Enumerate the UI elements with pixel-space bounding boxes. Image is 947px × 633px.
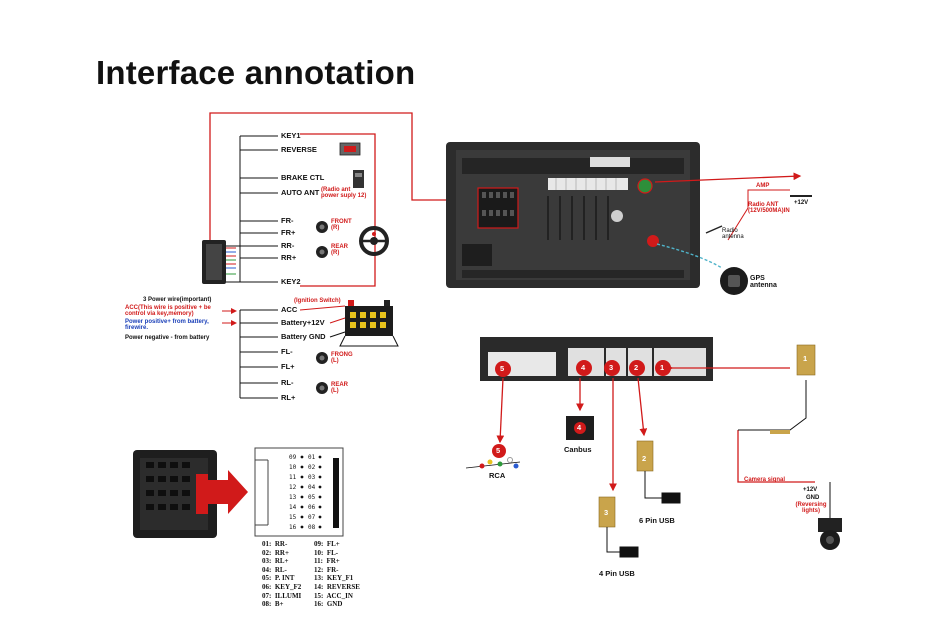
label-front-r: FRONT (R) xyxy=(331,219,352,231)
steering-wheel-icon xyxy=(359,226,389,256)
label-rear-l: REAR (L) xyxy=(331,382,349,394)
label-camera-signal: Camera signal xyxy=(744,477,786,483)
label-power-pos-note: Power positive+ from battery, firewire. xyxy=(125,319,209,331)
badge-1: 1 xyxy=(660,363,665,372)
label-plus-12v: +12V xyxy=(794,200,809,206)
label-fl-minus: FL- xyxy=(281,347,293,356)
brake-pedal-icon xyxy=(353,170,364,188)
pin-06: 06 xyxy=(308,504,316,511)
label-usb6: 6 Pin USB xyxy=(639,516,675,525)
label-gps-antenna: GPS antenna xyxy=(750,275,777,289)
badge-usb6-2: 2 xyxy=(642,454,647,463)
label-reverse: REVERSE xyxy=(281,145,317,154)
label-canbus: Canbus xyxy=(564,445,592,454)
iso-connector-photo xyxy=(133,450,217,538)
label-key2: KEY2 xyxy=(281,277,301,286)
label-amp: AMP xyxy=(756,183,770,189)
badge-4: 4 xyxy=(581,363,586,372)
power-wires xyxy=(222,305,346,338)
rca-plugs xyxy=(465,457,521,469)
battery-icon xyxy=(339,300,399,347)
port-wires xyxy=(496,364,815,492)
label-acc: ACC xyxy=(281,305,298,314)
label-brake-ctl: BRAKE CTL xyxy=(281,173,325,182)
pin-10: 10 xyxy=(289,464,297,471)
pin-16: 16 xyxy=(289,524,297,531)
pin-15: 15 xyxy=(289,514,297,521)
label-rear-r: REAR (R) xyxy=(331,244,349,256)
pin-07: 07 xyxy=(308,514,316,521)
pin-04: 04 xyxy=(308,484,316,491)
label-front-l: FRONG (L) xyxy=(331,352,353,364)
badge-canbus-4: 4 xyxy=(577,423,582,432)
pin-12: 12 xyxy=(289,484,297,491)
harness-connector xyxy=(202,240,236,284)
label-power-wire: 3 Power wire(important) xyxy=(143,297,212,303)
harness-red-loop xyxy=(209,112,480,287)
label-radio-ant-in: Radio ANT (12V/500MA)IN xyxy=(748,202,790,214)
label-key1: KEY1 xyxy=(281,131,301,140)
page-title: Interface annotation xyxy=(96,54,416,91)
label-fr-plus: FR+ xyxy=(281,228,296,237)
speaker-icons xyxy=(316,221,328,394)
label-cam-12v: +12V xyxy=(803,487,818,493)
label-auto-ant: AUTO ANT xyxy=(281,188,320,197)
badge-2: 2 xyxy=(634,363,639,372)
label-acc-note: ACC(This wire is positive + be control v… xyxy=(125,305,211,317)
pin-05: 05 xyxy=(308,494,316,501)
label-auto-ant-note: (Radio ant power suply 12) xyxy=(321,187,367,199)
label-rl-minus: RL- xyxy=(281,378,294,387)
gps-antenna-icon xyxy=(720,267,748,295)
pinout-legend-left: 01: RR- 02: RR+ 03: RL+ 04: RL- 05: P. I… xyxy=(262,540,302,609)
pin-02: 02 xyxy=(308,464,316,471)
pin-13: 13 xyxy=(289,494,297,501)
badge-usb4-3: 3 xyxy=(604,508,609,517)
label-usb4: 4 Pin USB xyxy=(599,569,635,578)
label-battery-gnd: Battery GND xyxy=(281,332,326,341)
pinout-frame xyxy=(254,447,344,537)
port-panel xyxy=(480,337,713,381)
label-rca: RCA xyxy=(489,471,506,480)
pin-11: 11 xyxy=(289,474,297,481)
label-rr-plus: RR+ xyxy=(281,253,297,262)
pinout-legend-right: 09: FL+ 10: FL- 11: FR+ 12: FR- 13: KEY_… xyxy=(314,540,360,609)
reversing-camera-icon xyxy=(818,482,842,550)
label-rl-plus: RL+ xyxy=(281,393,296,402)
badge-3: 3 xyxy=(609,363,614,372)
badge-camera-1: 1 xyxy=(803,354,808,363)
label-fl-plus: FL+ xyxy=(281,362,295,371)
pin-03: 03 xyxy=(308,474,316,481)
label-fr-minus: FR- xyxy=(281,216,294,225)
label-cam-gnd: GND xyxy=(806,495,820,501)
pin-09: 09 xyxy=(289,454,297,461)
pin-01: 01 xyxy=(308,454,316,461)
pin-14: 14 xyxy=(289,504,297,511)
camera-wire xyxy=(738,380,807,431)
harness-wires xyxy=(226,135,278,399)
badge-rca-5: 5 xyxy=(496,446,501,455)
label-ignition: (Ignition Switch) xyxy=(294,298,341,304)
head-unit xyxy=(446,142,700,288)
label-cam-reversing: (Reversing lights) xyxy=(795,502,827,514)
badge-5: 5 xyxy=(500,364,505,373)
label-rr-minus: RR- xyxy=(281,241,295,250)
usb-cables xyxy=(606,471,681,558)
arrow-right-icon xyxy=(208,470,248,514)
label-battery-12v: Battery+12V xyxy=(281,318,325,327)
pin-08: 08 xyxy=(308,524,316,531)
label-power-neg-note: Power negative - from battery xyxy=(125,335,210,341)
label-radio-antenna: Radio antenna xyxy=(722,228,744,240)
antenna-wires xyxy=(654,172,812,269)
connector-bodies xyxy=(598,344,816,528)
